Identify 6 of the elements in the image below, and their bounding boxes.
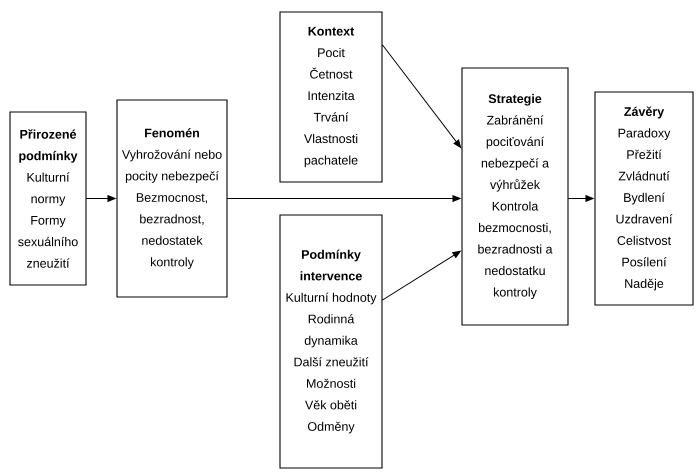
concept-box: Závěry Paradoxy Přežití Zvládnutí Bydlení Uzdravení Celistvost Posílení Naděje (594, 91, 694, 306)
concept-box: Přirozené podmínky Kulturní normy Formy sexuálního zneužití (9, 111, 87, 286)
concept-box: Podmínky intervence Kulturní hodnoty Rodinná dynamika Další zneužití Možnosti Věk oběti Odměny (279, 214, 383, 469)
concept-box: Fenomén Vyhrožování nebo pocity nebezpečí Bezmocnost, bezradnost, nedostatek kontroly (116, 99, 228, 298)
concept-box: Strategie Zabránění pociťování nebezpečí a výhrůžek Kontrola bezmocnosti, bezradnosti a nedostatku kontroly (461, 67, 569, 326)
concept-box: Kontext Pocit Četnost Intenzita Trvání Vlastnosti pachatele (279, 11, 383, 183)
